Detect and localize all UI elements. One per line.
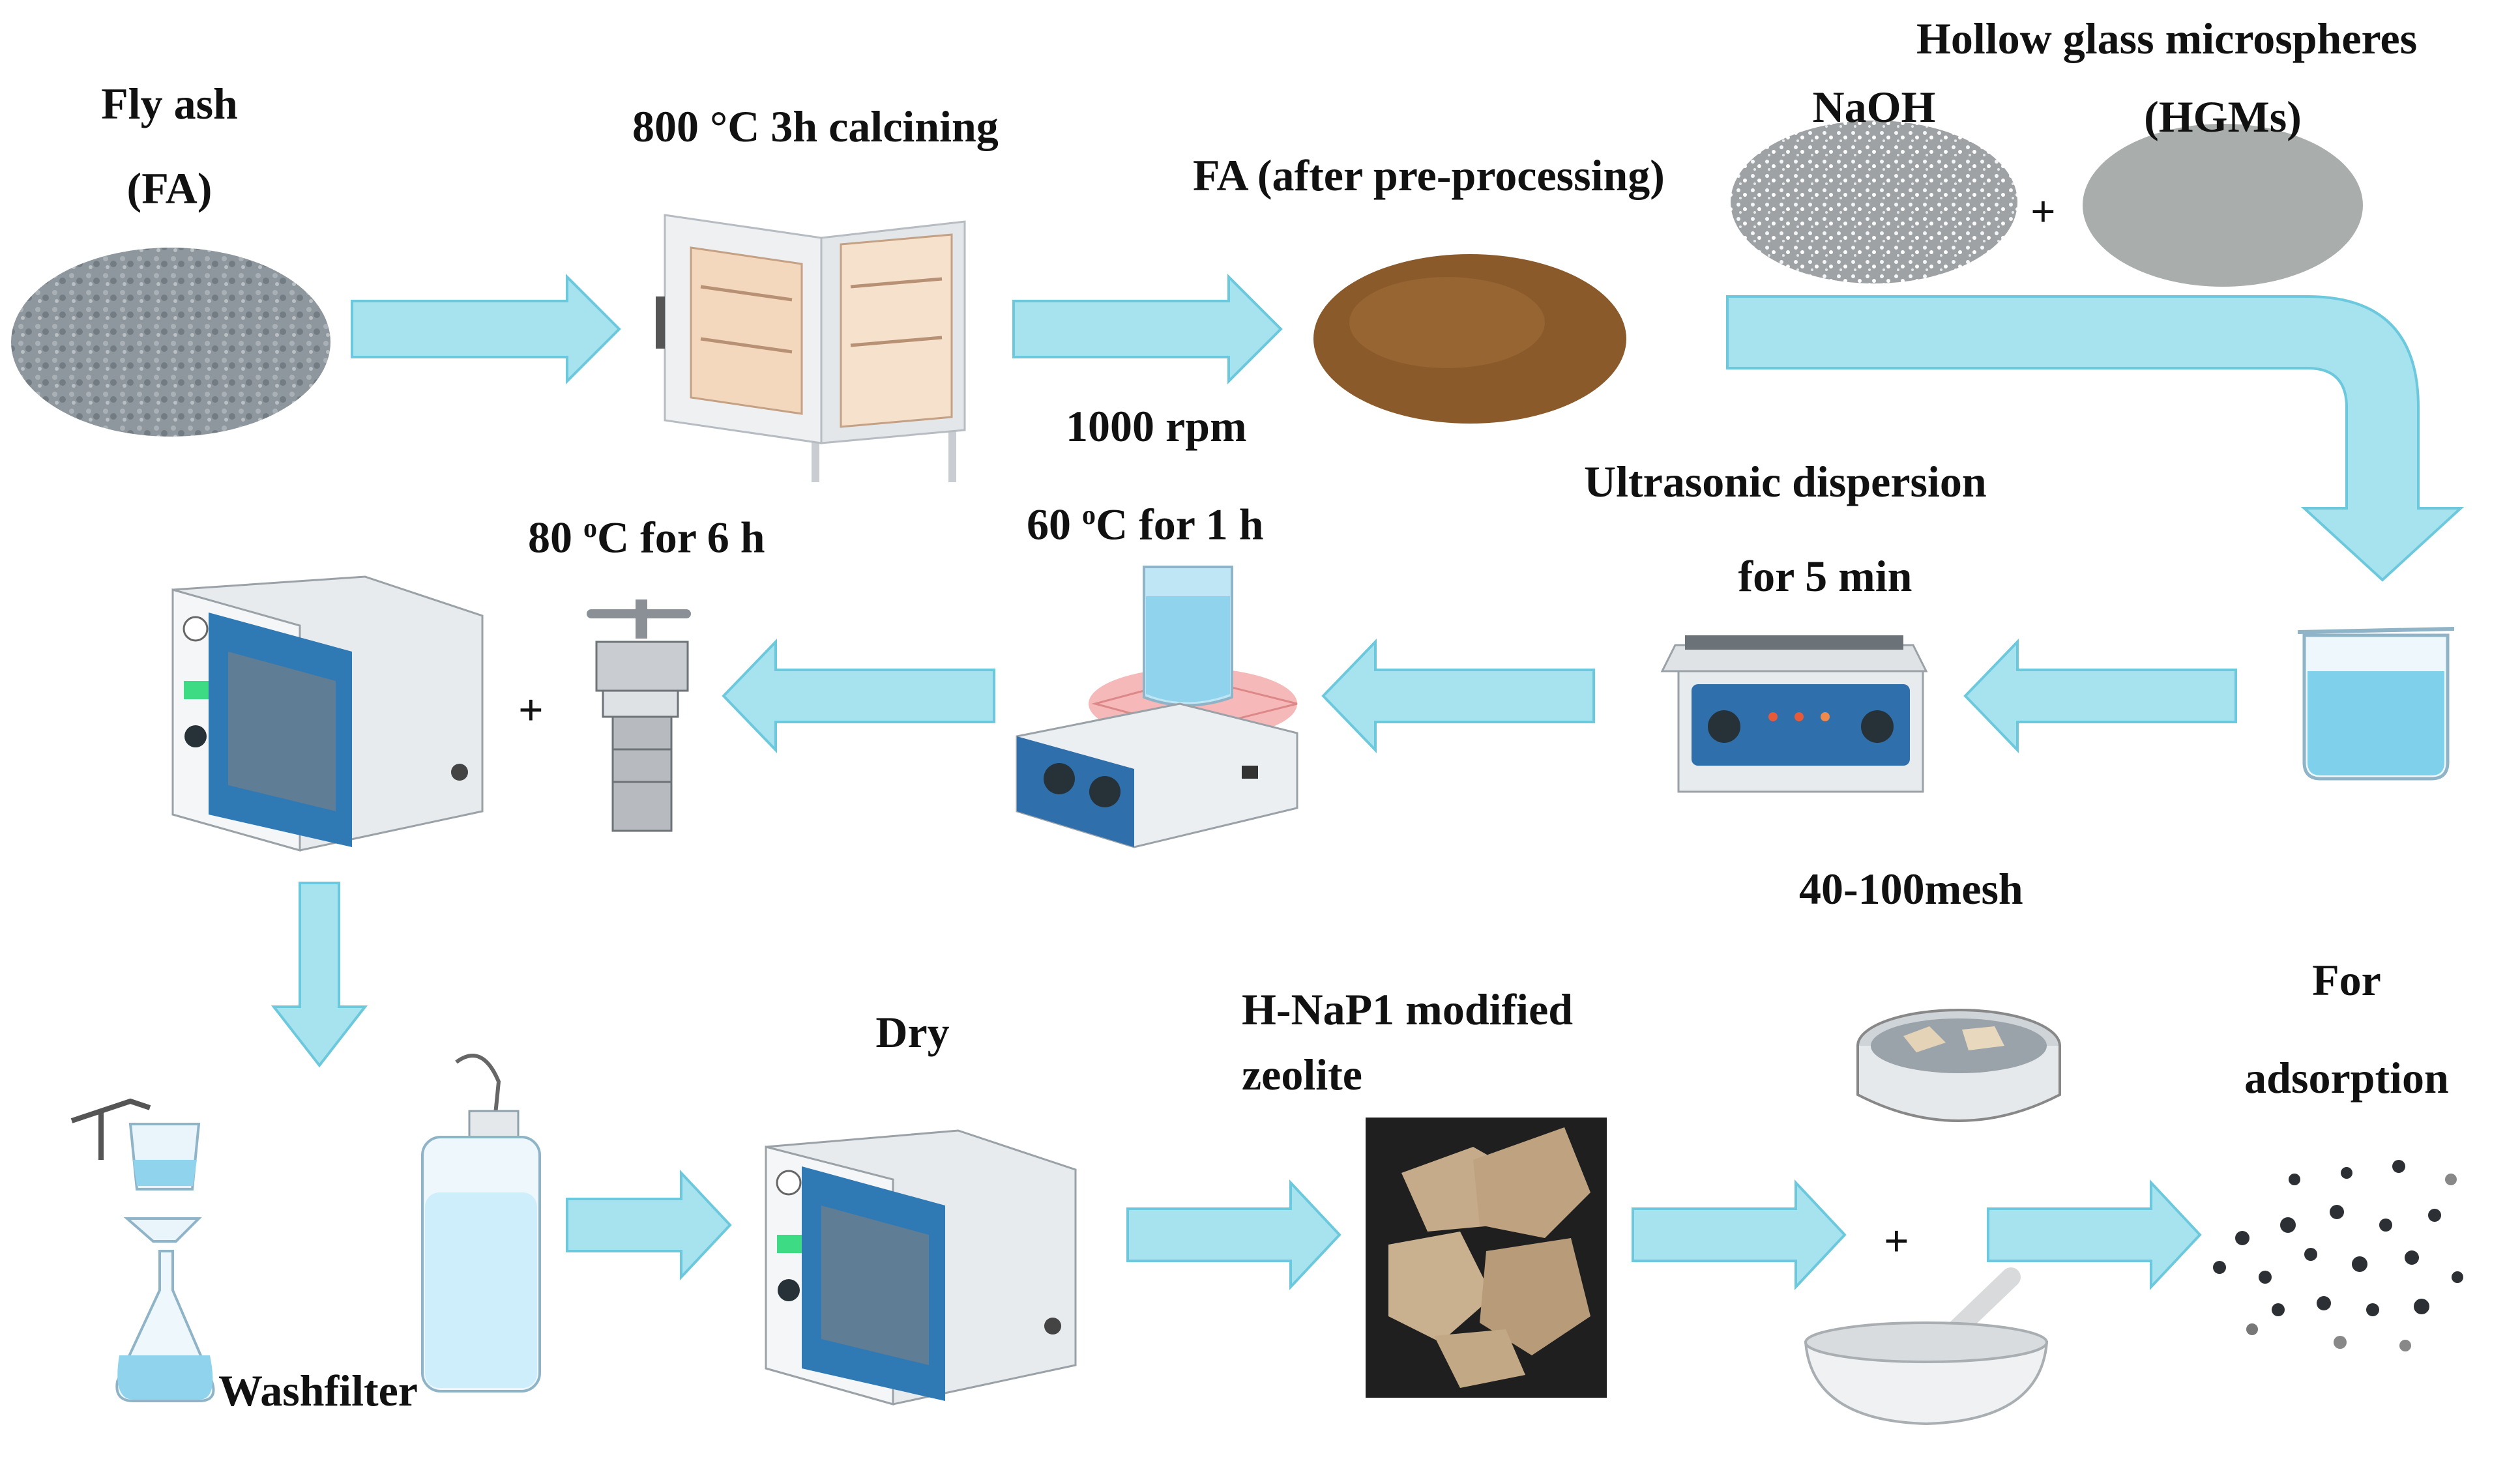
heating-60-label: 60 oC for 1 h <box>1027 499 1264 549</box>
hotplate-stirrer-icon <box>1016 566 1298 848</box>
zeolite-label-line2: zeolite <box>1242 1050 1362 1099</box>
hgm-label: Hollow glass microspheres <box>1916 14 2418 63</box>
ultrasonic-time: for 5 min <box>1738 551 1912 601</box>
plus-sign: + <box>2030 186 2056 236</box>
ultrasonic-label: Ultrasonic dispersion <box>1584 457 1987 506</box>
washfilter-label: Washfilter <box>218 1366 418 1415</box>
heating-80-label: 80 oC for 6 h <box>528 512 765 562</box>
arrow-ultrasonic-to-hotplate <box>1321 639 1595 753</box>
mortar-pestle-icon <box>1804 1267 2049 1426</box>
fly-ash-abbrev: (FA) <box>126 164 212 213</box>
rpm-label: 1000 rpm <box>1066 401 1247 451</box>
muffle-furnace-icon <box>656 214 966 482</box>
zeolite-label: H-NaP1 modified <box>1242 985 1574 1034</box>
arrow-hotplate-to-autoclave <box>722 639 995 753</box>
particles-icon <box>2213 1160 2463 1351</box>
dry-label: Dry <box>875 1007 950 1057</box>
arrow-zeolite-to-grind <box>1632 1179 1847 1291</box>
mesh-label: 40-100mesh <box>1799 864 2023 914</box>
sieve-icon <box>1856 1009 2061 1122</box>
fly-ash-sample <box>11 248 330 437</box>
autoclave-icon <box>587 599 691 832</box>
hgm-powder <box>2083 124 2363 287</box>
naoh-label: NaOH <box>1812 82 1936 132</box>
drying-oven-icon <box>765 1129 1077 1406</box>
calcining-label: 800 °C 3h calcining <box>632 102 999 151</box>
for-label: For <box>2312 955 2381 1005</box>
naoh-pellets <box>1731 121 2017 283</box>
arrow-furnace-to-fa <box>1012 274 1283 384</box>
arrow-bend-to-beaker <box>1726 295 2465 582</box>
hgm-abbrev: (HGMs) <box>2144 92 2302 141</box>
arrow-oven-to-filter <box>271 882 368 1068</box>
wash-bottle-icon <box>421 1054 541 1393</box>
plus-sign: + <box>518 685 544 734</box>
vacuum-filter-icon <box>70 1098 215 1402</box>
ultrasonic-bath-icon <box>1660 635 1928 793</box>
fa-preprocessed-label: FA (after pre-processing) <box>1193 151 1665 200</box>
beaker-icon <box>2297 627 2455 781</box>
adsorption-label: adsorption <box>2244 1053 2449 1103</box>
arrow-grind-to-adsorption <box>1987 1179 2202 1291</box>
arrow-dry-to-zeolite <box>1126 1179 1341 1291</box>
fly-ash-label: Fly ash <box>101 79 238 128</box>
drying-oven-icon <box>171 575 484 852</box>
arrow-fa-to-furnace <box>351 274 621 384</box>
zeolite-photo <box>1366 1118 1607 1398</box>
arrow-beaker-to-ultrasonic <box>1963 639 2237 753</box>
plus-sign: + <box>1884 1216 1909 1265</box>
arrow-wash-to-dry <box>566 1169 732 1281</box>
